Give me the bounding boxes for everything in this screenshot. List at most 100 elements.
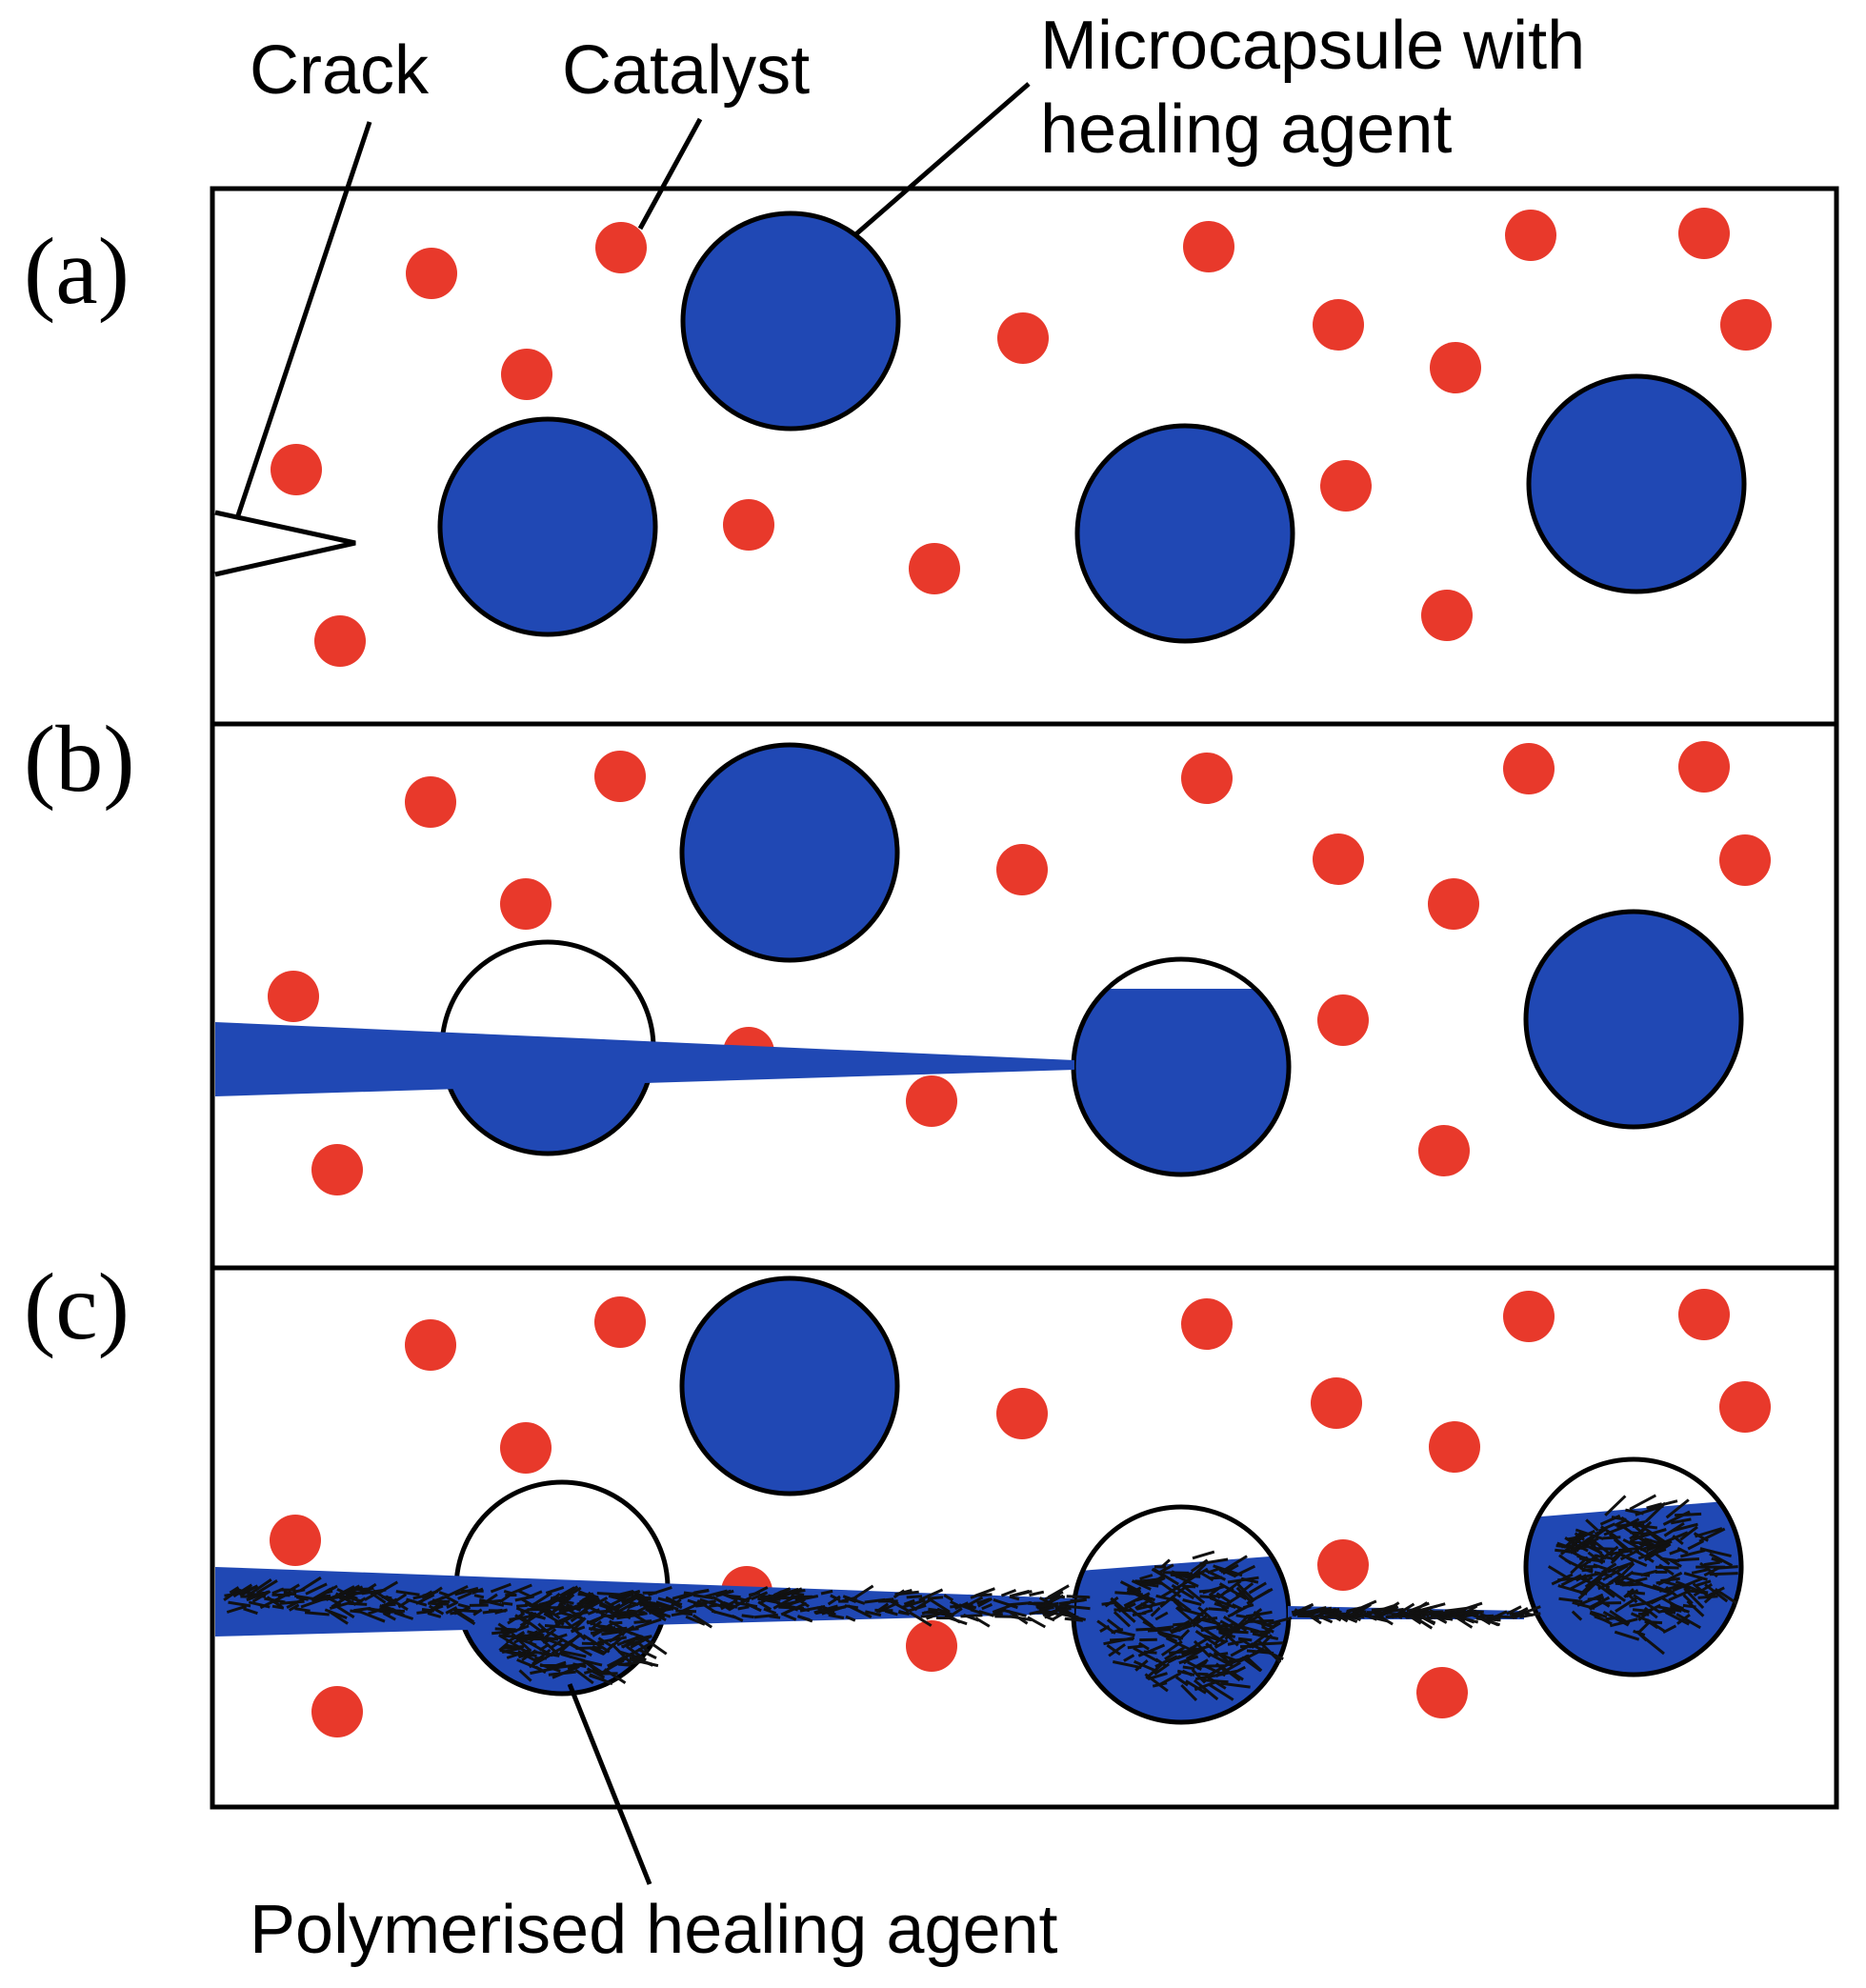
polymer-strand — [578, 1592, 594, 1604]
polymer-strand — [612, 1659, 625, 1668]
polymer-strand — [498, 1594, 511, 1604]
polymer-strand — [1629, 1528, 1646, 1540]
polymer-strand — [753, 1613, 778, 1619]
polymer-strand — [445, 1606, 458, 1615]
polymer-strand — [1616, 1560, 1635, 1570]
catalyst-particle — [594, 751, 646, 802]
polymer-strand — [271, 1604, 285, 1610]
polymer-strand — [1609, 1617, 1638, 1628]
polymer-strand — [943, 1594, 954, 1602]
polymer-strand — [977, 1593, 993, 1597]
polymer-strand — [1135, 1600, 1166, 1611]
polymer-strand — [1245, 1610, 1273, 1618]
polymer-strand — [778, 1605, 804, 1610]
polymer-strand — [1147, 1628, 1172, 1633]
polymer-strand — [1636, 1538, 1653, 1551]
polymer-strand — [1293, 1605, 1311, 1617]
polymer-strand — [1675, 1512, 1702, 1517]
polymer-strand — [1604, 1495, 1627, 1516]
polymer-strand — [609, 1624, 625, 1637]
polymer-strand — [1547, 1565, 1574, 1582]
polymer-strand — [382, 1612, 396, 1621]
polymer-strand — [1589, 1536, 1614, 1557]
polymer-strand — [1611, 1516, 1627, 1521]
crack-leader-line — [228, 121, 372, 539]
polymer-strand — [1230, 1670, 1244, 1681]
polymer-strand — [570, 1617, 587, 1634]
polymer-strand — [603, 1668, 627, 1684]
polymer-strand — [501, 1601, 513, 1606]
polymer-strand — [712, 1596, 732, 1610]
polymer-strand — [1626, 1592, 1638, 1604]
polymer-strand — [1579, 1574, 1602, 1596]
polymer-strand — [1629, 1494, 1657, 1511]
polymer-strand — [1138, 1641, 1150, 1651]
polymer-strand — [250, 1577, 272, 1596]
polymer-strand — [895, 1590, 919, 1596]
polymer-strand — [1053, 1607, 1072, 1614]
microcapsule — [679, 742, 900, 963]
polymer-strand — [361, 1588, 387, 1596]
polymer-strand — [512, 1583, 532, 1595]
polymer-strand — [238, 1585, 257, 1595]
polymer-strand — [1182, 1665, 1195, 1671]
polymer-strand — [1126, 1587, 1142, 1594]
crack-wedge — [214, 510, 356, 577]
polymer-strand — [393, 1611, 414, 1620]
polymer-strand — [1199, 1595, 1213, 1599]
polymer-strand — [903, 1598, 915, 1606]
catalyst-particle — [314, 615, 366, 667]
polymer-strand — [1252, 1641, 1284, 1646]
polymer-strand — [1181, 1669, 1194, 1677]
polymer-strand — [299, 1576, 322, 1592]
polymer-strand — [992, 1613, 1003, 1617]
polymer-strand — [255, 1579, 278, 1595]
catalyst-particle — [271, 444, 322, 495]
polymer-strand — [1194, 1679, 1218, 1692]
polymer-strand — [1047, 1596, 1058, 1605]
polymer-strand — [538, 1643, 550, 1652]
polymer-strand — [1605, 1586, 1626, 1602]
polymer-strand — [304, 1611, 330, 1617]
polymer-strand — [1567, 1535, 1595, 1554]
polymer-strand — [875, 1602, 890, 1614]
polymer-strand — [1137, 1643, 1166, 1657]
polymer-strand — [751, 1591, 769, 1600]
healing-agent-residue — [1073, 989, 1289, 1175]
polymer-strand — [1029, 1590, 1045, 1597]
polymer-strand — [1008, 1610, 1029, 1625]
polymer-strand — [1321, 1611, 1334, 1617]
polymer-strand — [1204, 1664, 1226, 1677]
polymer-strand — [550, 1632, 578, 1650]
polymer-strand — [1208, 1607, 1227, 1612]
microcapsule — [437, 416, 658, 637]
polymer-strand — [513, 1636, 537, 1647]
polymer-strand — [1036, 1610, 1050, 1615]
polymer-strand — [473, 1594, 485, 1599]
catalyst-particle — [1503, 1291, 1555, 1342]
polymer-strand — [544, 1624, 570, 1629]
polymer-strand — [1123, 1654, 1135, 1662]
polymer-strand — [1112, 1660, 1142, 1670]
polymer-strand — [1220, 1681, 1251, 1689]
polymer-strand — [587, 1608, 600, 1616]
polymer-strand — [1646, 1502, 1663, 1510]
polymer-strand — [615, 1590, 634, 1597]
polymer-strand — [1252, 1632, 1279, 1640]
polymer-strand — [1643, 1542, 1672, 1562]
polymer-strand — [514, 1595, 535, 1602]
catalyst-particle — [1430, 342, 1481, 393]
polymer-strand — [582, 1597, 601, 1609]
polymer-strand — [1567, 1536, 1581, 1541]
polymer-strand — [383, 1609, 406, 1615]
polymer-strand — [1218, 1567, 1237, 1578]
polymer-strand — [519, 1615, 544, 1635]
polymer-strand — [334, 1592, 357, 1607]
polymer-strand — [864, 1597, 886, 1604]
polymer-strand — [759, 1593, 783, 1600]
polymer-strand — [637, 1648, 657, 1659]
polymer-strand — [548, 1652, 560, 1657]
polymer-strand — [517, 1650, 538, 1659]
polymer-strand — [977, 1596, 993, 1608]
catalyst-particle — [1313, 833, 1364, 885]
